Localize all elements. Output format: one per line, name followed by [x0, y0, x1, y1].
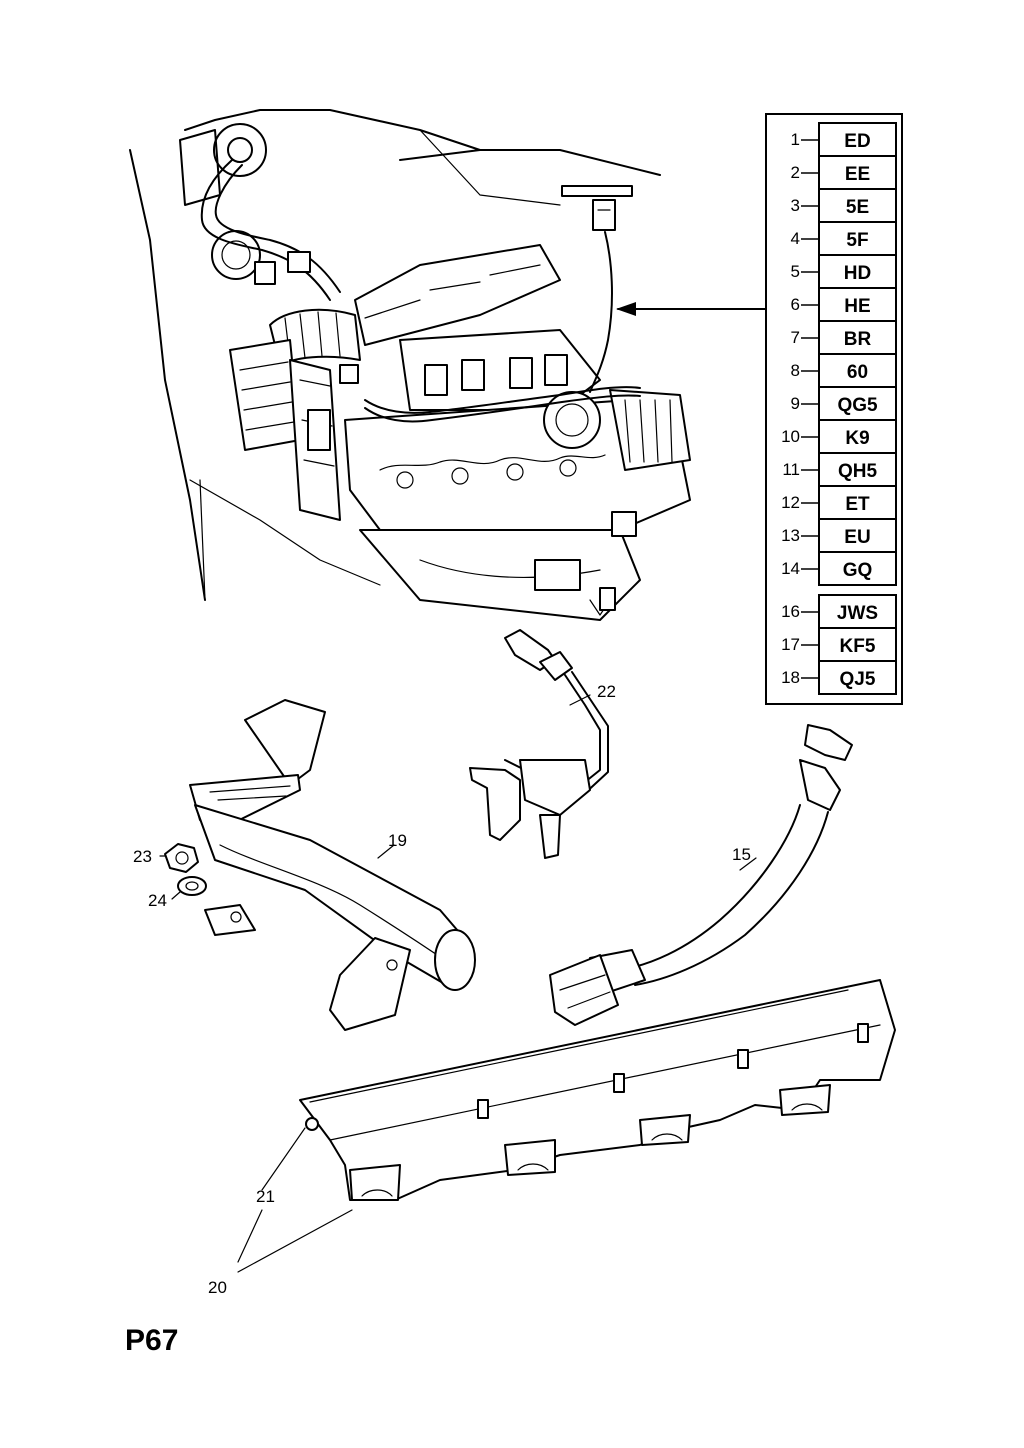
row-number: 12 — [781, 493, 800, 512]
callout-22: 22 — [597, 682, 616, 701]
code-value: HE — [844, 296, 870, 317]
row-number: 5 — [791, 262, 800, 281]
code-table-row: 1 ED — [791, 122, 897, 157]
part-24-washer — [177, 876, 207, 896]
code-table-row: 11 QH5 — [782, 452, 897, 487]
row-number: 9 — [791, 394, 800, 413]
callout-19: 19 — [388, 831, 407, 850]
code-value: 60 — [847, 362, 868, 383]
row-number: 3 — [791, 196, 800, 215]
code-box — [818, 386, 897, 421]
code-box — [818, 660, 897, 695]
code-value: QH5 — [838, 461, 878, 482]
part-20-rail-cover — [299, 979, 896, 1201]
row-number: 7 — [791, 328, 800, 347]
engine-bay-illustration — [129, 109, 691, 621]
code-table-row: 13 EU — [781, 518, 897, 553]
code-table-row: 6 HE — [791, 287, 897, 322]
code-value: ED — [844, 131, 870, 152]
code-box — [818, 551, 897, 586]
callout-20: 20 — [208, 1278, 227, 1297]
part-23-nut — [164, 843, 199, 873]
code-table-row: 12 ET — [781, 485, 897, 520]
row-number: 16 — [781, 602, 800, 621]
code-value: 5F — [846, 230, 868, 251]
code-value: K9 — [845, 428, 869, 449]
code-value: EE — [845, 164, 870, 185]
code-value: 5E — [846, 197, 869, 218]
row-number: 6 — [791, 295, 800, 314]
code-box — [818, 627, 897, 662]
code-table — [765, 113, 903, 705]
part-15-lead — [549, 724, 853, 1026]
callout-21: 21 — [256, 1187, 275, 1206]
part-22-bracket — [469, 629, 609, 859]
row-number: 11 — [782, 460, 800, 479]
code-table-row: 9 QG5 — [791, 386, 897, 421]
code-table-row: 18 QJ5 — [781, 660, 897, 695]
code-box — [818, 122, 897, 157]
code-table-row: 10 K9 — [781, 419, 897, 454]
code-box — [818, 452, 897, 487]
row-number: 1 — [791, 130, 800, 149]
code-table-row: 16 JWS — [781, 594, 897, 629]
code-box — [818, 485, 897, 520]
reference-arrow — [616, 302, 767, 316]
code-table-row: 17 KF5 — [781, 627, 897, 662]
code-value: KF5 — [840, 636, 876, 657]
code-box — [818, 320, 897, 355]
callout-15: 15 — [732, 845, 751, 864]
code-table-row: 7 BR — [791, 320, 897, 355]
row-number: 17 — [781, 635, 800, 654]
code-value: EU — [844, 527, 870, 548]
row-number: 8 — [791, 361, 800, 380]
callout-23: 23 — [133, 847, 152, 866]
code-value: BR — [844, 329, 872, 350]
code-table-row: 14 GQ — [781, 551, 897, 586]
part-19-cover — [189, 699, 476, 1031]
code-value: QG5 — [837, 395, 878, 416]
code-table-row: 4 5F — [791, 221, 897, 256]
page-code: P67 — [125, 1324, 178, 1357]
row-number: 2 — [791, 163, 800, 182]
code-value: JWS — [837, 603, 878, 624]
callout-labels: 15 19 20 21 22 23 24 — [133, 682, 751, 1297]
row-number: 10 — [781, 427, 800, 446]
part-21-plug — [305, 1117, 319, 1131]
code-value: HD — [844, 263, 871, 284]
callout-leaders — [159, 694, 757, 1273]
code-value: QJ5 — [840, 669, 876, 690]
code-table-row: 5 HD — [791, 254, 897, 289]
row-number: 4 — [791, 229, 800, 248]
row-number: 14 — [781, 559, 800, 578]
code-table-row: 8 60 — [791, 353, 897, 388]
code-table-row: 2 EE — [791, 155, 897, 190]
row-number: 13 — [781, 526, 800, 545]
callout-24: 24 — [148, 891, 167, 910]
code-box — [818, 419, 897, 454]
code-box — [818, 254, 897, 289]
row-number: 18 — [781, 668, 800, 687]
code-table-row: 3 5E — [791, 188, 897, 223]
code-value: GQ — [843, 560, 873, 581]
code-box — [818, 287, 897, 322]
code-value: ET — [845, 494, 870, 515]
